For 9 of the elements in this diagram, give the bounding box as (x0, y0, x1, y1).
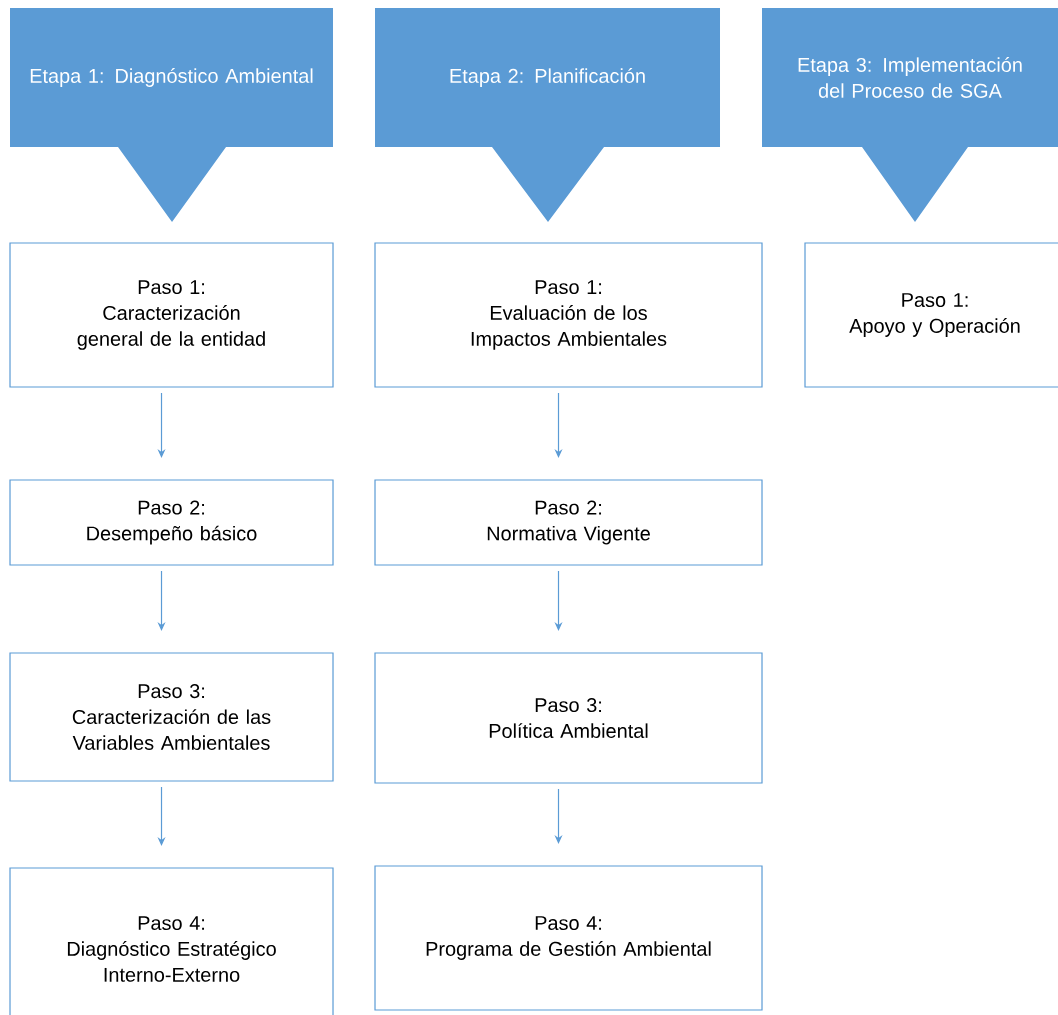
step-box: Paso 2: Desempeño básico (9, 479, 334, 566)
step-box: Paso 4: Diagnóstico Estratégico Interno-Externo (9, 867, 334, 1015)
step-box: Paso 4: Programa de Gestión Ambiental (374, 865, 763, 1011)
step-box: Paso 1: Apoyo y Operación (804, 242, 1058, 388)
step-box: Paso 3: Política Ambiental (374, 652, 763, 784)
step-box: Paso 3: Caracterización de las Variables Ambientales (9, 652, 334, 782)
step-box: Paso 1: Evaluación de los Impactos Ambientales (374, 242, 763, 388)
step-box: Paso 2: Normativa Vigente (374, 479, 763, 566)
step-box: Paso 1: Caracterización general de la entidad (9, 242, 334, 388)
